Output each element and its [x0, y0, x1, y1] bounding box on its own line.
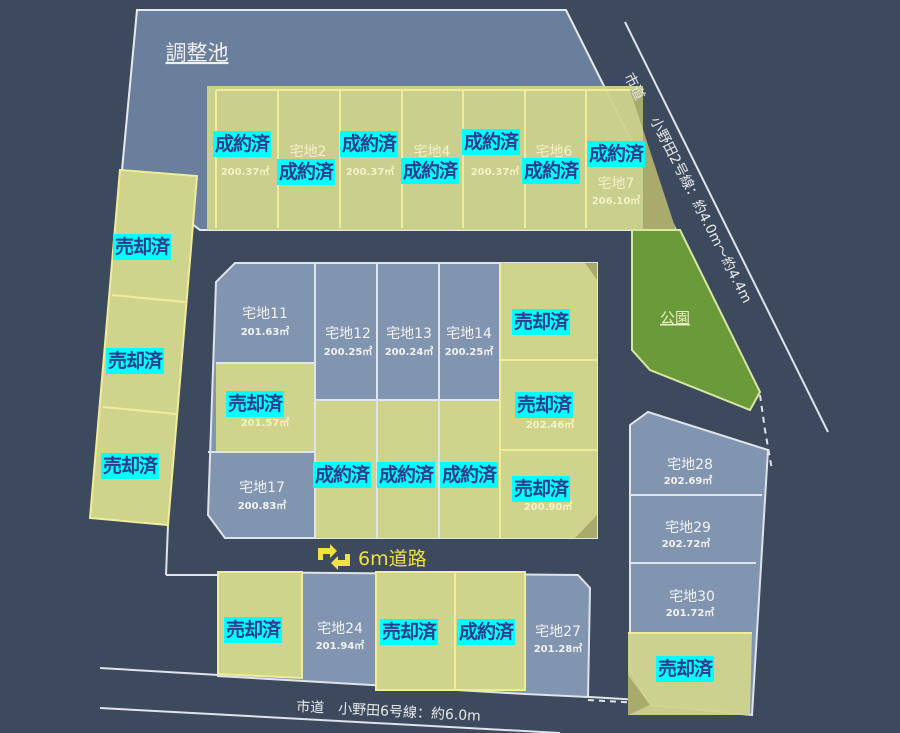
corner-shade — [575, 515, 597, 538]
lot14-name: 宅地14 — [446, 326, 492, 342]
lot28-area: 202.69㎡ — [664, 474, 713, 487]
lot30-area: 201.72㎡ — [666, 606, 715, 619]
lot4-name: 宅地4 — [414, 144, 451, 160]
road-edge-bottom-lower — [99, 707, 561, 733]
lot7-area: 206.10㎡ — [592, 194, 641, 207]
inner-road-label: 6m道路 — [358, 548, 427, 570]
turn-arrows-icon — [318, 544, 350, 570]
lot6-status-badge: 成約済 — [522, 158, 581, 184]
lot12-name: 宅地12 — [325, 326, 371, 342]
lot26-status-badge: 成約済 — [457, 619, 516, 645]
lot28-name: 宅地28 — [667, 457, 713, 473]
lot3-area: 200.37㎡ — [346, 165, 395, 178]
lot13-area: 200.24㎡ — [385, 345, 434, 358]
lot3-status-badge: 成約済 — [340, 131, 399, 157]
lot16-status-badge: 売却済 — [226, 391, 285, 417]
lot19-status-badge: 成約済 — [377, 462, 436, 488]
lot5-area: 200.37㎡ — [471, 165, 520, 178]
lot17-area: 200.83㎡ — [238, 499, 287, 512]
corner-shade — [628, 675, 650, 715]
lot29-area: 202.72㎡ — [662, 537, 711, 550]
lot21-status-badge: 売却済 — [515, 392, 574, 418]
lot25-status-badge: 売却済 — [380, 619, 439, 645]
lot8-status-badge: 売却済 — [113, 234, 172, 260]
lot7-name: 宅地7 — [598, 176, 635, 192]
lot18-status-badge: 成約済 — [313, 462, 372, 488]
sold-dividers — [499, 263, 597, 538]
lot1-status-badge: 成約済 — [213, 131, 272, 157]
lot-dividers — [631, 494, 762, 564]
lot11-area: 201.63㎡ — [241, 325, 290, 338]
lot24-name: 宅地24 — [317, 621, 363, 637]
lot30-name: 宅地30 — [669, 589, 715, 605]
lot9-status-badge: 売却済 — [106, 348, 165, 374]
lot22-area: 200.90㎡ — [524, 500, 573, 513]
lot15-status-badge: 売却済 — [512, 309, 571, 335]
lot31-status-badge: 売却済 — [656, 656, 715, 682]
lot13-name: 宅地13 — [386, 326, 432, 342]
park-area — [631, 229, 762, 412]
lot20-status-badge: 成約済 — [440, 462, 499, 488]
lot22-status-badge: 売却済 — [512, 476, 571, 502]
corner-shade — [585, 263, 597, 280]
lot23-status-badge: 売却済 — [224, 617, 283, 643]
road-edge-right — [624, 21, 829, 433]
lot7-status-badge: 成約済 — [587, 141, 646, 167]
park-label: 公園 — [660, 309, 690, 327]
lot2-status-badge: 成約済 — [277, 159, 336, 185]
lot1-area: 200.37㎡ — [221, 165, 270, 178]
pond-label: 調整池 — [166, 41, 229, 65]
lot17-name: 宅地17 — [239, 480, 285, 496]
lot29-name: 宅地29 — [665, 520, 711, 536]
lot-dividers — [208, 263, 500, 538]
lot-group-25-26[interactable] — [375, 571, 526, 691]
lot2-name: 宅地2 — [290, 144, 327, 160]
lot27-area: 201.28㎡ — [534, 642, 583, 655]
lot7-corner — [586, 90, 676, 230]
boundary-dashed-bottom — [587, 699, 641, 704]
lot-divider — [111, 294, 186, 303]
lot24-area: 201.94㎡ — [316, 639, 365, 652]
lot27-name: 宅地27 — [535, 624, 581, 640]
boundary-dashed-right — [759, 394, 773, 471]
lot21-area: 202.46㎡ — [526, 418, 575, 431]
lot14-area: 200.25㎡ — [445, 345, 494, 358]
lot4-status-badge: 成約済 — [401, 158, 460, 184]
lot12-area: 200.25㎡ — [324, 345, 373, 358]
boundary-left — [165, 524, 169, 576]
lot16-area: 201.57㎡ — [241, 416, 290, 429]
lot10-status-badge: 売却済 — [101, 453, 160, 479]
lot11-name: 宅地11 — [242, 306, 288, 322]
lot-divider — [102, 406, 177, 415]
lot5-status-badge: 成約済 — [462, 129, 521, 155]
lot6-name: 宅地6 — [536, 144, 573, 160]
